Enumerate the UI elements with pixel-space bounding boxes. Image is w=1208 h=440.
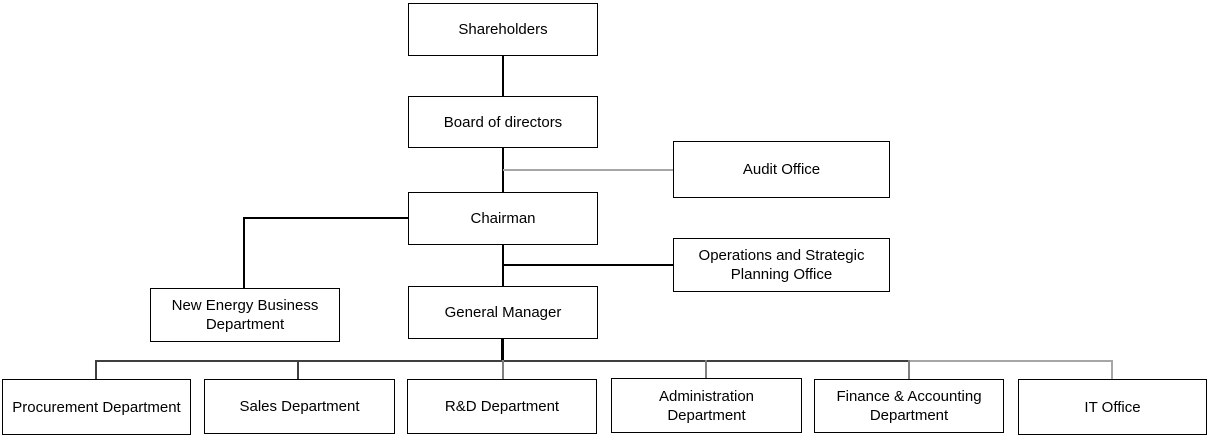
- connector-drop-administration: [705, 360, 707, 379]
- org-node-board-of-directors: Board of directors: [408, 96, 598, 148]
- org-node-it-office: IT Office: [1018, 379, 1207, 435]
- org-node-shareholders: Shareholders: [408, 3, 598, 56]
- connector-gm-stem: [501, 339, 504, 361]
- connector-operations-office: [503, 264, 674, 266]
- connector-new-energy-horizontal: [243, 217, 409, 219]
- connector-drop-rnd: [502, 360, 504, 379]
- org-node-audit-office: Audit Office: [673, 141, 890, 198]
- connector-new-energy-vertical: [243, 217, 245, 288]
- org-node-sales-department: Sales Department: [204, 379, 395, 434]
- connector-chairman-gm: [502, 245, 504, 287]
- org-node-new-energy-business-department: New Energy Business Department: [150, 288, 340, 342]
- org-node-administration-department: Administration Department: [611, 378, 802, 433]
- connector-drop-finance: [908, 360, 910, 379]
- connector-drop-procurement: [95, 360, 97, 379]
- org-node-finance-accounting-department: Finance & Accounting Department: [814, 379, 1004, 433]
- connector-shareholders-board: [502, 56, 504, 97]
- org-node-procurement-department: Procurement Department: [2, 379, 191, 435]
- org-node-rnd-department: R&D Department: [407, 379, 597, 434]
- org-node-operations-strategic-planning-office: Operations and Strategic Planning Office: [673, 238, 890, 292]
- connector-drop-it-office: [1111, 360, 1113, 379]
- connector-drop-sales: [297, 360, 299, 379]
- org-node-general-manager: General Manager: [408, 286, 598, 339]
- connector-bottom-rail-right: [909, 360, 1113, 362]
- org-node-chairman: Chairman: [408, 192, 598, 245]
- connector-audit-office: [503, 169, 674, 171]
